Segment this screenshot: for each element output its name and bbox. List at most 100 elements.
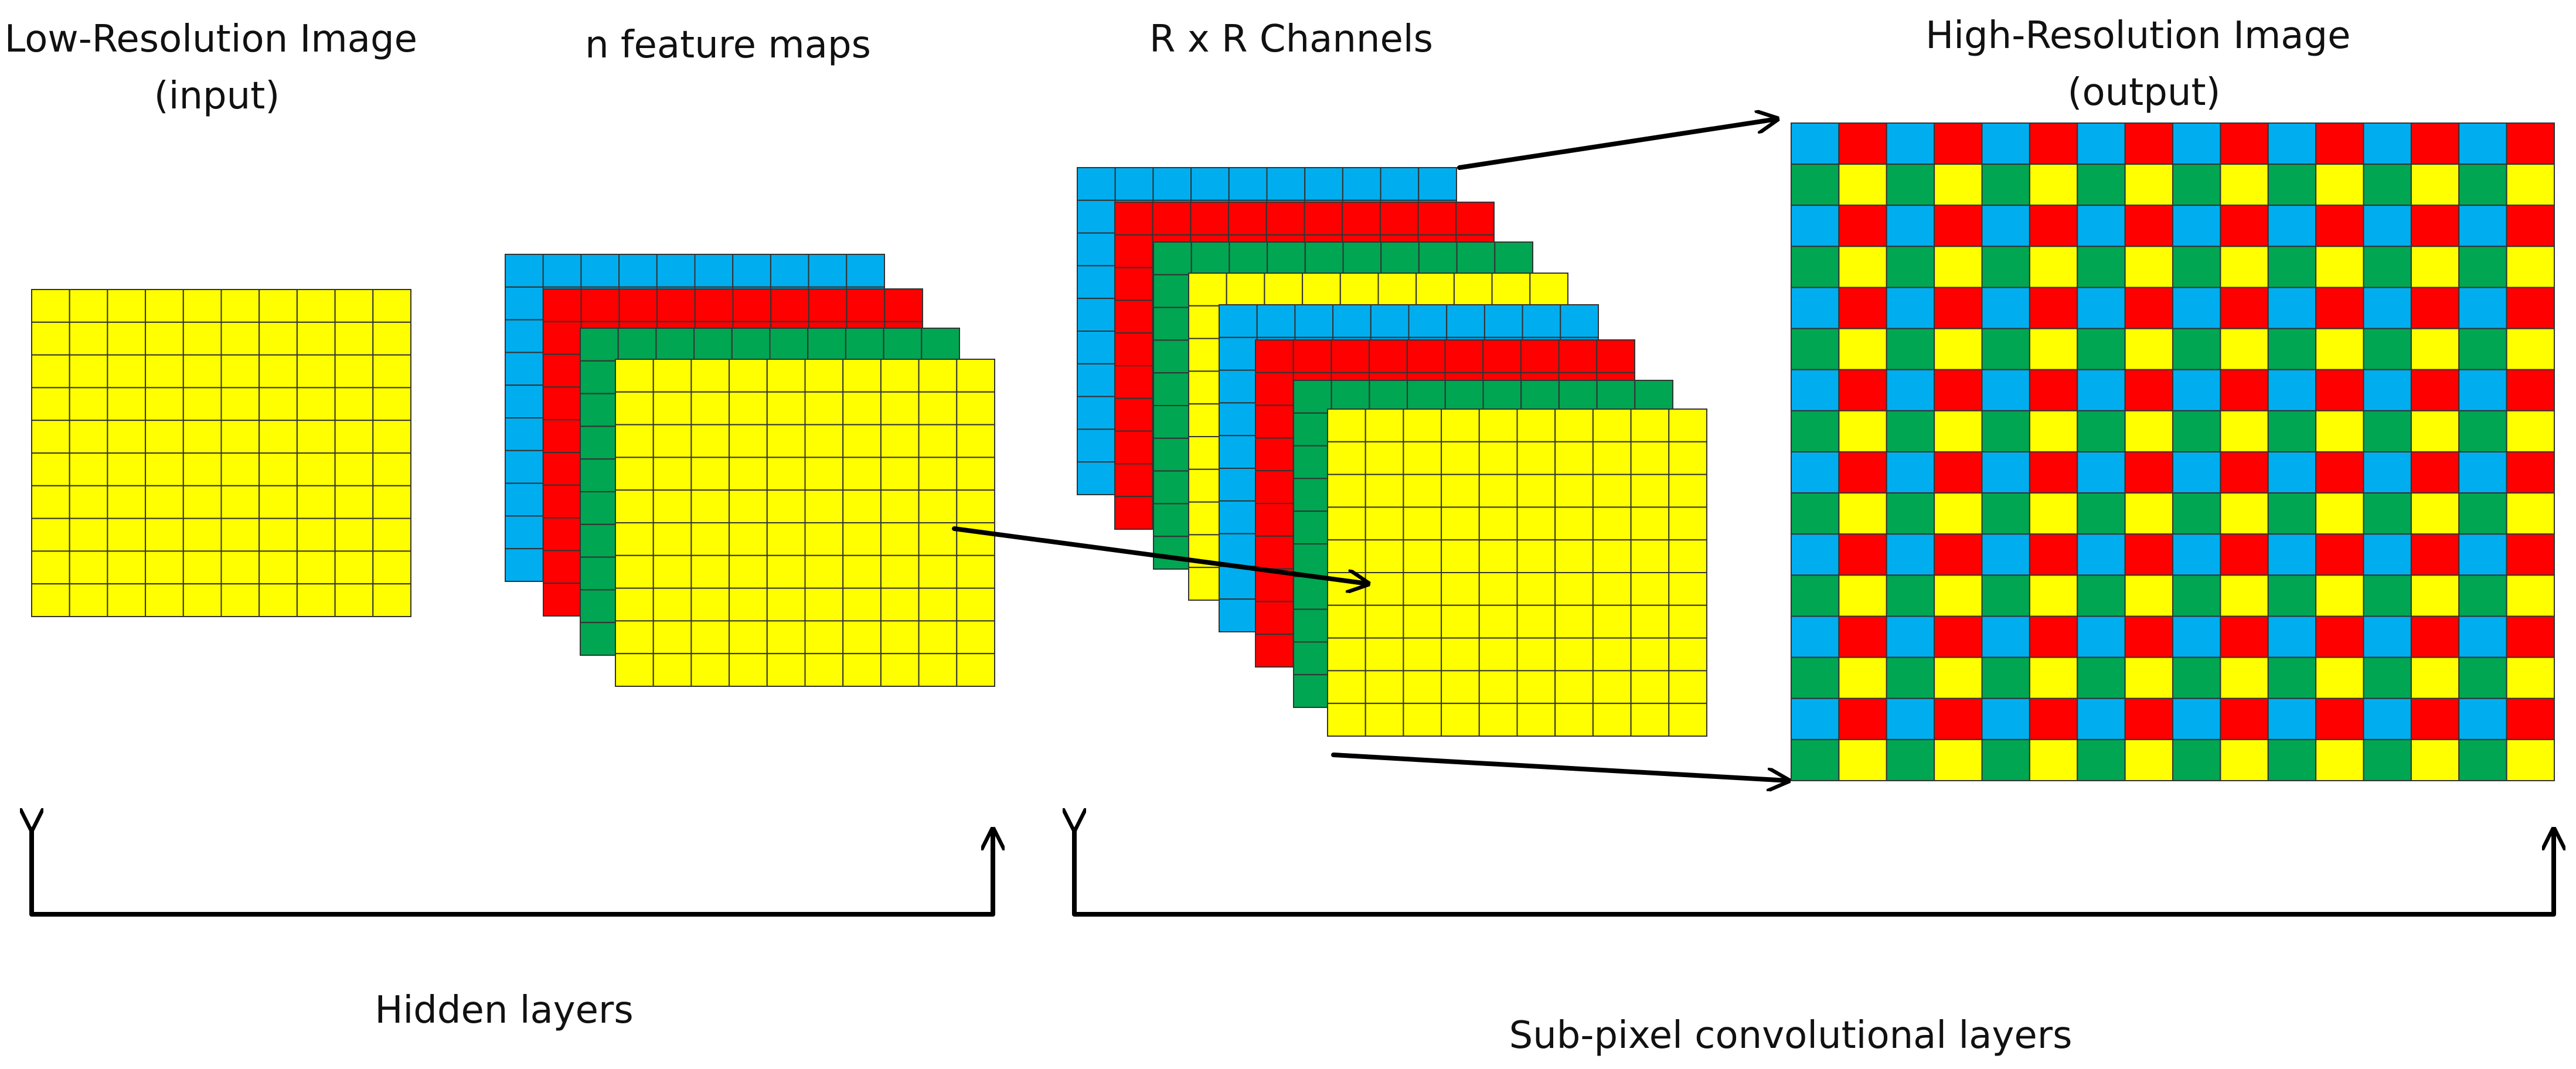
grid-cell [1370, 304, 1410, 338]
grid-cell [1380, 167, 1420, 201]
grid-cell [1886, 287, 1935, 329]
grid-cell [2077, 492, 2126, 535]
grid-cell [543, 583, 582, 617]
grid-cell [2220, 615, 2269, 658]
grid-cell [2172, 574, 2221, 617]
grid-cell [842, 620, 882, 655]
grid-cell [1114, 430, 1153, 465]
grid-cell [2029, 287, 2078, 329]
grid-cell [2458, 164, 2507, 206]
grid-cell [107, 550, 147, 585]
grid-cell [918, 522, 958, 556]
grid-cell [1441, 670, 1480, 704]
grid-cell [1981, 328, 2030, 370]
grid-cell [1219, 369, 1258, 404]
grid-cell [1934, 533, 1983, 576]
grid-cell [1520, 380, 1560, 414]
grid-cell [652, 522, 692, 556]
grid-cell [690, 424, 730, 458]
grid-cell [766, 554, 806, 589]
grid-cell [2220, 328, 2269, 370]
grid-cell [145, 518, 184, 552]
grid-cell [505, 515, 544, 550]
grid-cell [372, 485, 411, 519]
grid-cell [1264, 273, 1304, 307]
grid-cell [2220, 369, 2269, 411]
grid-cell [1441, 408, 1480, 442]
grid-cell [2363, 697, 2412, 740]
grid-cell [1293, 543, 1332, 577]
grid-cell [1188, 273, 1227, 307]
grid-cell [2506, 287, 2555, 329]
grid-cell [2029, 738, 2078, 782]
grid-cell [2267, 410, 2317, 453]
grid-cell [2506, 410, 2555, 453]
grid-cell [1441, 703, 1480, 737]
channels-title: R x R Channels [1149, 18, 1433, 61]
grid-cell [918, 554, 958, 589]
grid-cell [2315, 533, 2364, 576]
grid-cell [615, 620, 654, 655]
grid-cell [2410, 574, 2460, 617]
grid-cell [1219, 533, 1258, 567]
grid-cell [2029, 451, 2078, 494]
grid-cell [618, 254, 658, 288]
grid-cell [729, 653, 768, 687]
grid-cell [2172, 328, 2221, 370]
grid-cell [2410, 410, 2460, 453]
grid-cell [1934, 574, 1983, 617]
grid-cell [1114, 365, 1153, 399]
grid-cell [1255, 535, 1294, 570]
grid-cell [880, 587, 920, 622]
grid-cell [2220, 122, 2269, 165]
grid-cell [690, 522, 730, 556]
grid-cell [1592, 441, 1632, 475]
grid-cell [1379, 202, 1419, 236]
grid-cell [731, 328, 771, 362]
grid-cell [1520, 339, 1560, 373]
grid-cell [2315, 246, 2364, 288]
grid-cell [580, 622, 619, 656]
grid-cell [1838, 328, 1887, 370]
grid-cell [2410, 328, 2460, 370]
grid-cell [1886, 492, 1935, 535]
grid-cell [1516, 604, 1556, 639]
grid-cell [1190, 241, 1230, 275]
grid-cell [1153, 307, 1192, 341]
grid-cell [1219, 566, 1258, 600]
grid-cell [2506, 451, 2555, 494]
grid-cell [543, 321, 582, 355]
grid-cell [2029, 246, 2078, 288]
grid-cell [1668, 572, 1708, 606]
grid-cell [2267, 656, 2317, 699]
grid-cell [729, 489, 768, 524]
grid-cell [2077, 328, 2126, 370]
grid-cell [956, 391, 996, 425]
grid-cell [580, 254, 620, 288]
grid-cell [580, 589, 619, 624]
grid-cell [1369, 339, 1408, 373]
grid-cell [921, 328, 961, 362]
grid-cell [1981, 492, 2030, 535]
grid-cell [690, 359, 730, 393]
grid-cell [1981, 533, 2030, 576]
grid-cell [1364, 572, 1404, 606]
grid-cell [770, 288, 809, 322]
grid-cell [1981, 205, 2030, 247]
grid-cell [580, 360, 619, 394]
grid-cell [543, 550, 582, 584]
grid-cell [1153, 405, 1192, 439]
grid-cell [2458, 205, 2507, 247]
grid-cell [1255, 470, 1294, 505]
grid-cell [2172, 205, 2221, 247]
grid-cell [1441, 441, 1480, 475]
grid-cell [1934, 615, 1983, 658]
grid-cell [2220, 533, 2269, 576]
grid-cell [1558, 339, 1598, 373]
grid-cell [2410, 246, 2460, 288]
grid-cell [1478, 637, 1518, 672]
grid-cell [918, 359, 958, 393]
grid-cell [1791, 492, 1840, 535]
grid-cell [1342, 167, 1381, 201]
grid-cell [107, 420, 147, 454]
